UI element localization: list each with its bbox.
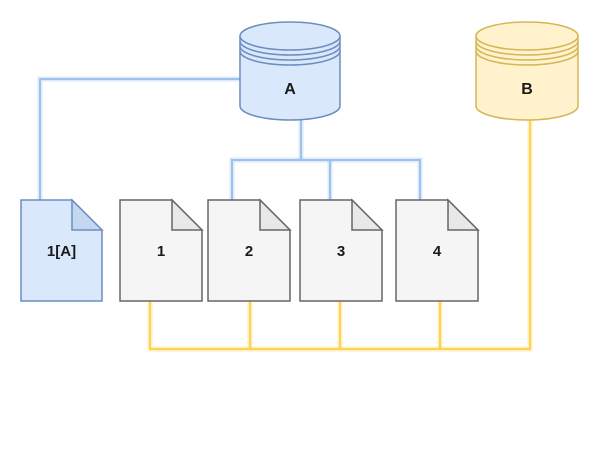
document-1a-label: 1[A] — [47, 243, 76, 260]
connector-halo — [229, 157, 423, 200]
cylinder-platter-arc — [239, 40, 341, 56]
cylinder-platter-arc — [475, 50, 579, 66]
note-fold-corner — [171, 198, 204, 231]
database-b-label: B — [521, 81, 533, 98]
note-fold-corner — [71, 198, 104, 231]
document-4: 4 — [395, 198, 480, 302]
connector-a-branch-to-doc2-doc4 — [229, 157, 423, 200]
connector-line — [231, 159, 421, 200]
database-a: A — [239, 21, 341, 121]
database-b: B — [475, 21, 579, 121]
cylinder-platter-arc — [239, 45, 341, 61]
cylinder-platter-arc — [475, 45, 579, 61]
document-2: 2 — [207, 198, 292, 302]
cylinder-platter-arc — [475, 40, 579, 56]
document-3-label: 3 — [337, 243, 345, 260]
note-fold-corner — [351, 198, 384, 231]
connector-a-to-doc-1a — [37, 76, 240, 200]
document-1-label: 1 — [157, 243, 165, 260]
cylinder-top-ellipse — [239, 21, 341, 51]
document-2-label: 2 — [245, 243, 253, 260]
cylinder-platter-arc — [239, 50, 341, 66]
note-fold-corner — [259, 198, 292, 231]
document-1a: 1[A] — [20, 198, 104, 302]
document-1: 1 — [119, 198, 204, 302]
cylinder-outline — [239, 36, 341, 121]
database-a-label: A — [284, 81, 296, 98]
cylinder-outline — [475, 36, 579, 121]
cylinder-top-ellipse — [475, 21, 579, 51]
connector-halo — [37, 76, 240, 200]
connector-line — [39, 78, 240, 200]
document-3: 3 — [299, 198, 384, 302]
document-4-label: 4 — [433, 243, 442, 260]
cylinder-body — [240, 36, 340, 120]
cylinder-body — [476, 36, 578, 120]
note-fold-corner — [447, 198, 480, 231]
